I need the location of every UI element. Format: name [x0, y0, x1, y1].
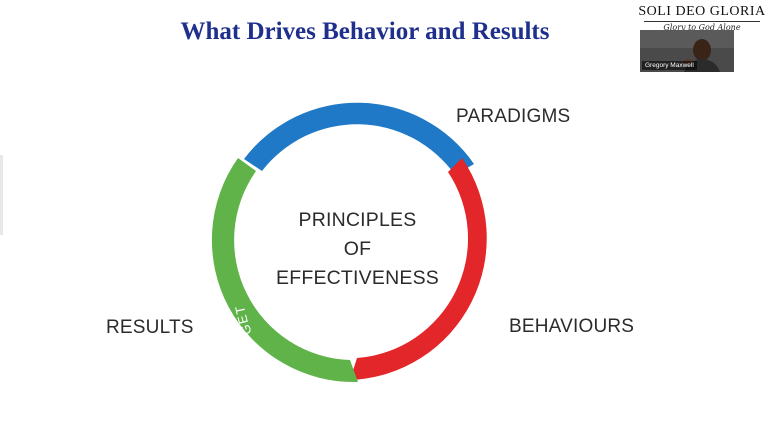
center-line-1: PRINCIPLES: [298, 209, 417, 231]
ring-label-do: DO: [474, 297, 498, 323]
ring-segment-do: [350, 158, 487, 380]
brand-logo: SOLI DEO GLORIA Glory to God Alone: [638, 4, 766, 32]
edge-divider: [0, 155, 3, 235]
center-principles-text: PRINCIPLES OF EFFECTIVENESS: [250, 206, 465, 293]
label-paradigms: PARADIGMS: [456, 106, 571, 127]
center-line-2: OF: [343, 238, 372, 260]
slide-title: What Drives Behavior and Results: [180, 18, 550, 45]
center-line-3: EFFECTIVENESS: [276, 267, 439, 289]
ring-label-see: SEE: [343, 88, 376, 105]
ring-segment-get: [211, 158, 358, 383]
ring-segment-see: [244, 102, 474, 175]
label-behaviours: BEHAVIOURS: [509, 316, 635, 337]
participant-name: Gregory Maxwell: [642, 61, 697, 70]
label-results: RESULTS: [106, 317, 194, 338]
brand-tagline: Glory to God Alone: [663, 23, 741, 32]
brand-main-text: SOLI DEO GLORIA: [638, 4, 766, 19]
participant-video-tile[interactable]: Gregory Maxwell: [640, 30, 734, 72]
brand-divider: [644, 21, 760, 22]
